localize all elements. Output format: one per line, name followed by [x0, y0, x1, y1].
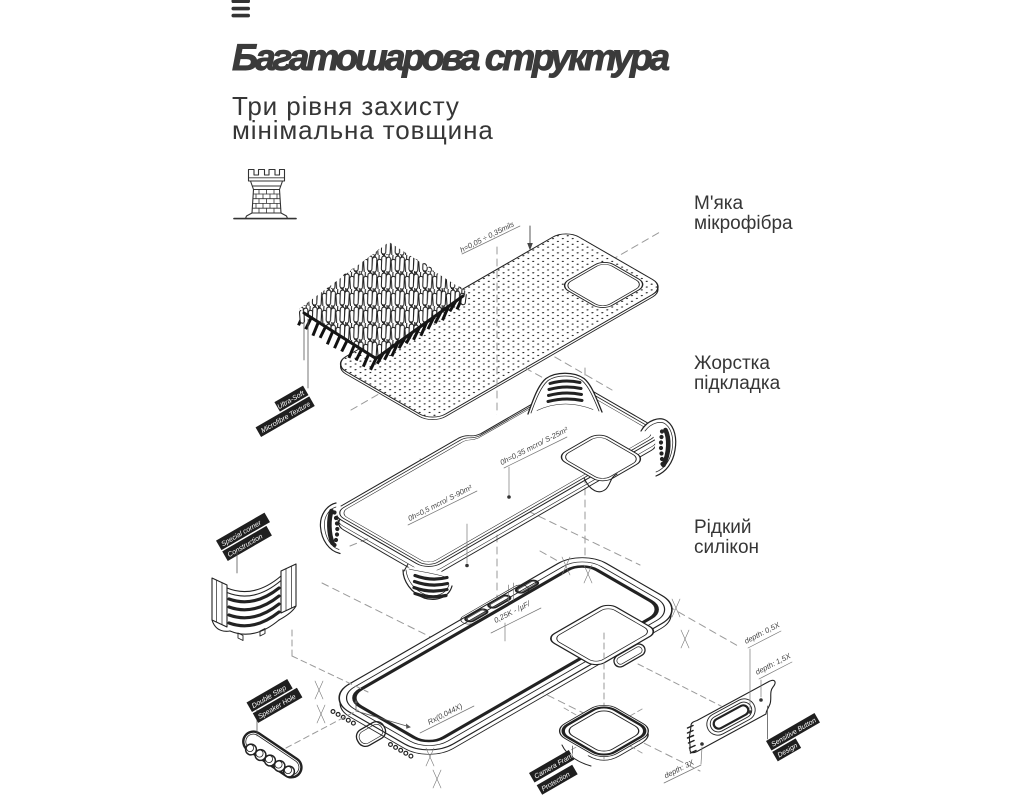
svg-text:depth: 0,5X: depth: 0,5X — [743, 620, 782, 646]
svg-text:h=0,05 ÷ 0,35mils: h=0,05 ÷ 0,35mils — [458, 219, 515, 254]
svg-text:depth: 1,5X: depth: 1,5X — [754, 651, 793, 677]
